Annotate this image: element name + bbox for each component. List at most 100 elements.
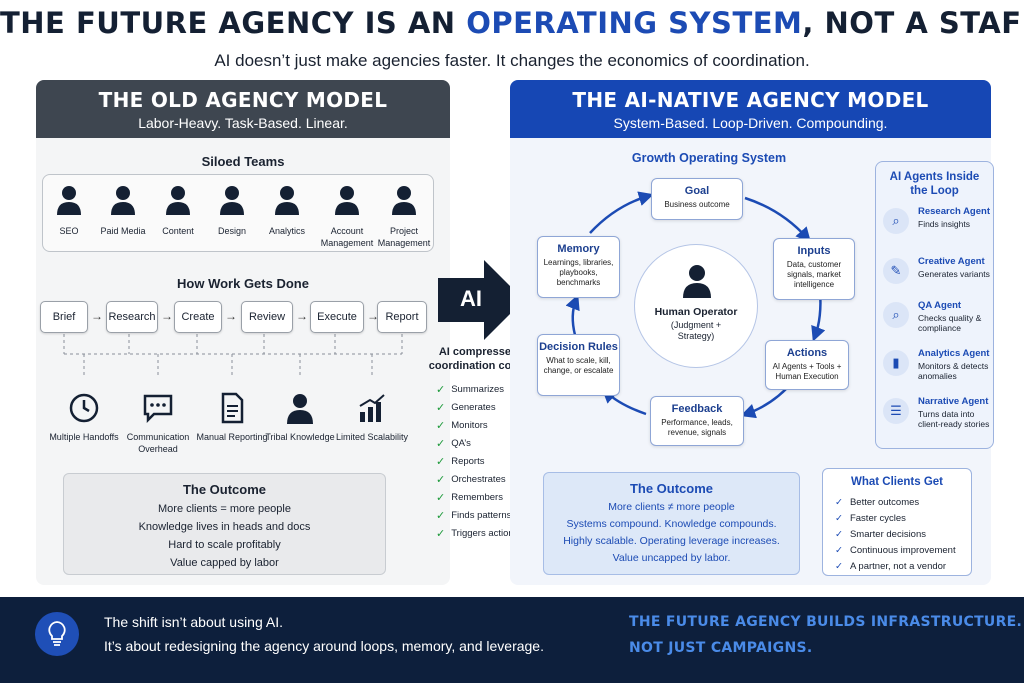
problem-label: Tribal Knowledge: [265, 432, 335, 442]
agents-title: AI Agents Inside the Loop: [889, 171, 980, 197]
old-outcome-line: Hard to scale profitably: [168, 539, 281, 551]
capability-label: Orchestrates: [451, 473, 506, 485]
workflow-step: Brief: [40, 301, 88, 333]
checkmark-icon: ✓: [835, 496, 843, 508]
node-feedback: Feedback Performance, leads, revenue, si…: [650, 396, 744, 446]
agent-desc: Monitors & detects anomalies: [918, 361, 989, 381]
client-benefit-item: ✓ Continuous improvement: [823, 542, 971, 558]
arrow-right-icon: →: [367, 309, 379, 323]
qa-magnifier-icon: ⌕: [883, 302, 909, 328]
arrow-right-icon: →: [91, 309, 103, 323]
new-model-header: THE AI-NATIVE AGENCY MODEL System-Based.…: [510, 80, 991, 138]
problem-label: Multiple Handoffs: [49, 432, 119, 442]
capability-label: Triggers actions: [451, 527, 519, 539]
agent-name: Narrative Agent: [918, 396, 989, 407]
center-title: Human Operator: [654, 306, 738, 318]
lightbulb-icon: [35, 612, 79, 656]
person-icon: [166, 185, 190, 215]
ai-compress-text: AI compresses coordination costs: [428, 346, 528, 372]
teams-title: Siloed Teams: [201, 154, 285, 169]
new-outcome-title: The Outcome: [629, 481, 714, 496]
checkmark-icon: ✓: [436, 527, 446, 540]
agent-name: Analytics Agent: [918, 348, 990, 359]
new-model-title: THE AI-NATIVE AGENCY MODEL: [572, 88, 929, 112]
clients-list: ✓ Better outcomes ✓ Faster cycles ✓Smarter d…: [823, 494, 971, 574]
node-goal-desc: Business outcome: [664, 200, 730, 209]
old-outcome-line: Value capped by labor: [170, 557, 279, 569]
workflow-step: Execute: [310, 301, 364, 333]
new-outcome-line: Value uncapped by labor.: [612, 552, 731, 564]
client-benefit-item: ✓ Better outcomes: [823, 494, 971, 510]
footer-tagline-2: NOT JUST CAMPAIGNS.: [629, 640, 813, 656]
node-memory-title: Memory: [557, 243, 600, 255]
team-label: Design: [217, 226, 246, 236]
capability-label: QA’s: [451, 437, 471, 449]
person-icon: [275, 185, 299, 215]
client-benefit-label: Faster cycles: [849, 512, 906, 524]
old-outcome-line: More clients = more people: [158, 503, 291, 515]
clients-box: What Clients Get ✓ Better outcomes ✓ Faster…: [822, 468, 972, 576]
checkmark-icon: ✓: [835, 544, 843, 556]
client-benefit-label: Continuous improvement: [849, 544, 956, 556]
problem-label: Manual Reporting: [196, 432, 268, 442]
node-decision-rules: Decision Rules What to scale, kill, chan…: [537, 334, 620, 396]
capability-label: Monitors: [451, 419, 488, 431]
capability-item: ✓QA’s: [436, 434, 526, 452]
node-feedback-title: Feedback: [671, 403, 723, 415]
capability-item: ✓Generates: [436, 398, 526, 416]
title-highlight: OPERATING SYSTEM: [466, 6, 803, 40]
chat-icon: [142, 392, 174, 429]
old-outcome-box: The Outcome More clients = more people K…: [63, 473, 386, 575]
agent-desc: Checks quality & compliance: [918, 313, 982, 333]
workflow-step: Review: [241, 301, 293, 333]
arrow-right-icon: →: [161, 309, 173, 323]
footer: [0, 597, 1024, 683]
team-label: Account Management: [320, 226, 374, 248]
clients-title: What Clients Get: [850, 476, 943, 488]
title-pre: THE FUTURE AGENCY IS AN: [0, 6, 467, 40]
new-outcome-box: The Outcome More clients ≠ more people S…: [543, 472, 800, 575]
checkmark-icon: ✓: [436, 383, 446, 396]
client-benefit-item: ✓Smarter decisions: [823, 526, 971, 542]
node-actions: Actions AI Agents + Tools + Human Execut…: [765, 340, 849, 390]
team-label: Paid Media: [100, 226, 146, 236]
page-title: THE FUTURE AGENCY IS AN OPERATING SYSTEM…: [0, 6, 1024, 40]
node-actions-desc: AI Agents + Tools + Human Execution: [772, 362, 842, 381]
person-icon: [392, 185, 416, 215]
capability-label: Generates: [451, 401, 496, 413]
capability-item: ✓Finds patterns: [436, 506, 526, 524]
new-outcome-line: More clients ≠ more people: [608, 501, 735, 513]
old-model-title: THE OLD AGENCY MODEL: [98, 88, 388, 112]
big-arrow-icon: [438, 260, 524, 340]
capability-label: Remembers: [451, 491, 503, 503]
analytics-icon: ▮: [883, 350, 909, 376]
checkmark-icon: ✓: [436, 491, 446, 504]
person-icon: [284, 392, 316, 429]
old-outcome-line: Knowledge lives in heads and docs: [138, 521, 311, 533]
checkmark-icon: ✓: [835, 512, 843, 524]
client-benefit-label: A partner, not a vendor: [849, 560, 947, 572]
team-label: Content: [162, 226, 194, 236]
node-inputs-title: Inputs: [797, 245, 831, 257]
page-subtitle: AI doesn’t just make agencies faster. It…: [214, 51, 810, 70]
person-icon: [57, 185, 81, 215]
old-outcome-title: The Outcome: [182, 482, 267, 497]
pencil-icon: ✎: [883, 258, 909, 284]
person-icon: [220, 185, 244, 215]
capability-label: Reports: [451, 455, 485, 467]
workflow-step: Create: [174, 301, 222, 333]
old-model-header: THE OLD AGENCY MODEL Labor-Heavy. Task-B…: [36, 80, 450, 138]
magnifier-icon: ⌕: [883, 208, 909, 234]
os-title: Growth Operating System: [631, 151, 787, 165]
agent-desc: Finds insights: [918, 219, 970, 229]
node-memory: Memory Learnings, libraries, playbooks, …: [537, 236, 620, 298]
team-label: SEO: [59, 226, 79, 236]
capability-item: ✓Orchestrates: [436, 470, 526, 488]
footer-tagline-1: THE FUTURE AGENCY BUILDS INFRASTRUCTURE.: [629, 614, 1023, 630]
client-benefit-label: Better outcomes: [849, 496, 920, 508]
agent-desc: Turns data into client-ready stories: [918, 409, 990, 429]
capability-item: ✓Monitors: [436, 416, 526, 434]
person-icon: [111, 185, 135, 215]
footer-line-1: The shift isn’t about using AI.: [104, 614, 283, 630]
